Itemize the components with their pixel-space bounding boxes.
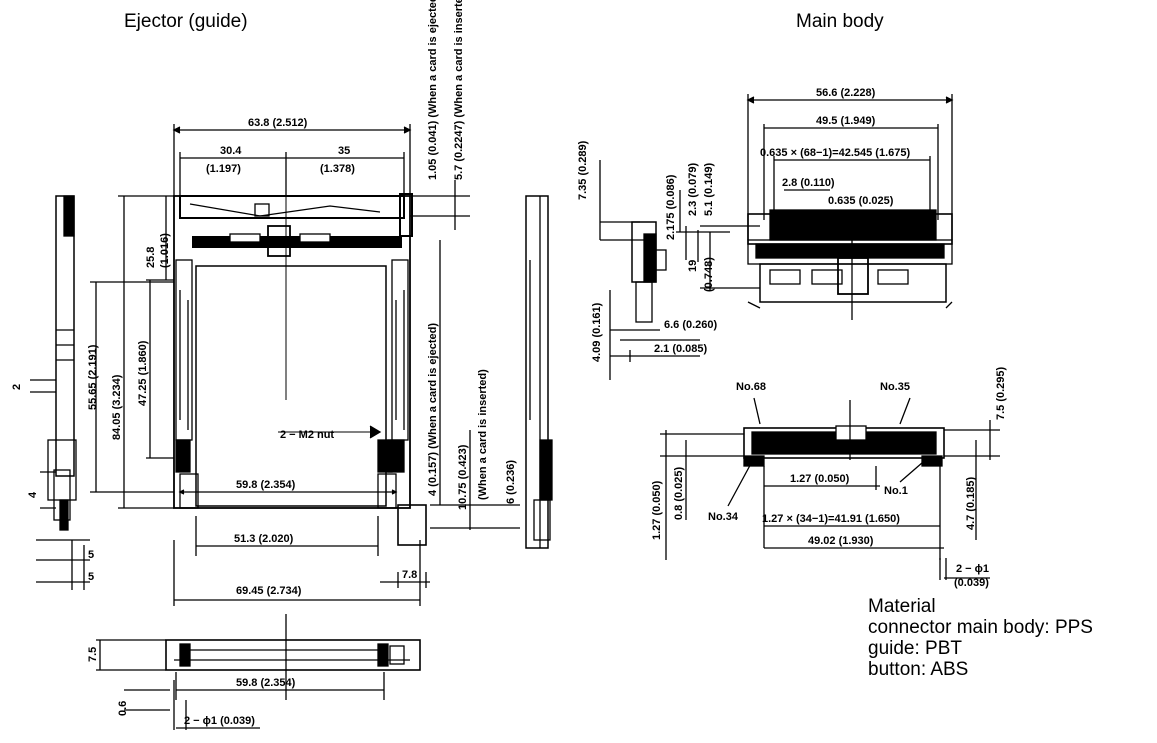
main-body-front-view (660, 397, 1000, 580)
dim-eject-3: 6 (0.236) (505, 460, 517, 504)
dim-left-half: 30.4 (220, 145, 242, 157)
dim-upper-offset-in: (1.016) (159, 233, 171, 268)
dim-side-v1: 7.35 (0.289) (577, 140, 589, 200)
dim-holes: 2 − ϕ1 (956, 563, 989, 575)
main-body-top-view (746, 94, 954, 320)
main-body-side-view (599, 160, 760, 380)
dim-left-v2: 0.8 (0.025) (673, 466, 685, 520)
dim-upper-offset: 25.8 (145, 247, 157, 268)
dim-pitch-127: 1.27 (0.050) (790, 473, 850, 485)
dim-mid-width: 51.3 (2.020) (234, 533, 294, 545)
dim-pitch-formula: 0.635 × (68−1)=42.545 (1.675) (760, 147, 910, 159)
dim-span: 49.5 (1.949) (816, 115, 876, 127)
dim-bottom-width: 59.8 (2.354) (236, 677, 296, 689)
label-no68: No.68 (736, 381, 766, 393)
material-line-3: button: ABS (868, 659, 969, 680)
label-no1: No.1 (884, 485, 908, 497)
dim-side-5a: 5 (88, 549, 94, 561)
ejector-left-side-view (30, 195, 90, 590)
dim-inner-pitch: 0.635 (0.025) (828, 195, 894, 207)
dim-right-v2: 4.7 (0.185) (965, 476, 977, 530)
dim-side-v7: 4.09 (0.161) (591, 302, 603, 362)
dim-left-v1: 1.27 (0.050) (651, 480, 663, 540)
dim-right-half-in: (1.378) (320, 163, 355, 175)
material-line-1: connector main body: PPS (868, 617, 1093, 638)
material-line-2: guide: PBT (868, 638, 962, 659)
dim-eject-1: 4 (0.157) (When a card is ejected) (427, 323, 439, 496)
label-no35: No.35 (880, 381, 910, 393)
dim-total-2: 49.02 (1.930) (808, 535, 874, 547)
dim-overall-width: 63.8 (2.512) (248, 117, 308, 129)
dim-side-h2: 2.1 (0.085) (654, 343, 708, 355)
dim-eject-2b: (When a card is inserted) (477, 369, 489, 500)
dim-height-c: 47.25 (1.860) (137, 340, 149, 406)
dim-side-4: 4 (27, 491, 39, 498)
dim-holes-in: (0.039) (954, 577, 989, 589)
dim-side-v2: 2.175 (0.086) (665, 174, 677, 240)
dim-top-note-2: 5.7 (0.2247) (When a card is inserted) (453, 0, 465, 180)
caption-ejector: Ejector (guide) (124, 11, 248, 32)
dim-height-b: 84.05 (3.234) (111, 374, 123, 440)
dim-overall: 56.6 (2.228) (816, 87, 876, 99)
dim-left-half-in: (1.197) (206, 163, 241, 175)
material-note: Material connector main body: PPS guide:… (868, 596, 1093, 680)
dim-right-v: 7.5 (0.295) (995, 366, 1007, 420)
dim-right-half: 35 (338, 145, 350, 157)
dim-side-v3: 2.3 (0.079) (687, 162, 699, 216)
dim-side-2: 2 (11, 384, 23, 390)
dim-side-v5: 19 (687, 260, 699, 272)
dim-side-5b: 5 (88, 571, 94, 583)
label-mount-nut: 2 − M2 nut (280, 429, 334, 441)
label-no34: No.34 (708, 511, 739, 523)
dim-pad: 7.8 (402, 569, 417, 581)
dim-base-width: 69.45 (2.734) (236, 585, 302, 597)
ejector-right-side-view (525, 195, 553, 549)
dim-inner-width: 59.8 (2.354) (236, 479, 296, 491)
dim-top-note-1: 1.05 (0.041) (When a card is ejected) (427, 0, 439, 180)
dim-side-h1: 6.6 (0.260) (664, 319, 718, 331)
ejector-top-view (90, 124, 520, 606)
ejector-bottom-view (96, 614, 421, 730)
dim-bottom-thk: 0.6 (117, 701, 129, 716)
caption-main-body: Main body (796, 11, 884, 32)
dim-eject-2: 10.75 (0.423) (457, 444, 469, 510)
dim-side-v6: (0.748) (703, 257, 715, 292)
material-title: Material (868, 596, 936, 617)
dim-bottom-height: 7.5 (87, 647, 99, 662)
dim-bottom-holes: 2 − ϕ1 (0.039) (184, 715, 255, 727)
dim-formula-2: 1.27 × (34−1)=41.91 (1.650) (762, 513, 900, 525)
dim-height-a: 55.65 (2.191) (87, 344, 99, 410)
dim-side-v4: 5.1 (0.149) (703, 162, 715, 216)
dim-inner-a: 2.8 (0.110) (782, 177, 835, 189)
